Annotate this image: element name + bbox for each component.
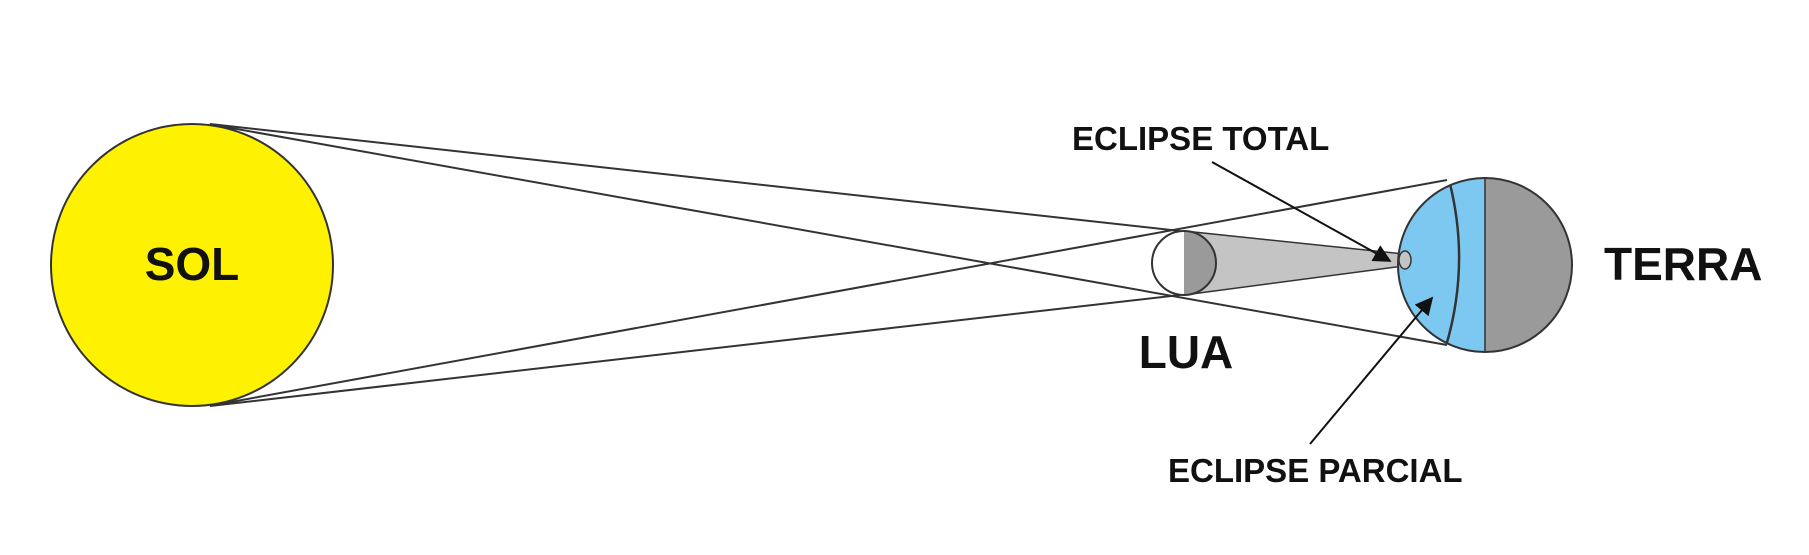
- total-eclipse-label: ECLIPSE TOTAL: [1072, 120, 1329, 157]
- arrow-partial-eclipse: [1309, 296, 1434, 445]
- outer-ray-top: [209, 123, 1181, 232]
- sun-disc: [50, 123, 334, 407]
- total-eclipse-spot: [1398, 250, 1412, 270]
- earth-label: TERRA: [1604, 238, 1762, 290]
- partial-eclipse-label: ECLIPSE PARCIAL: [1168, 452, 1463, 489]
- partial-eclipse-boundary: [1444, 183, 1461, 347]
- earth-globe: [1397, 177, 1573, 353]
- outer-ray-bottom: [209, 294, 1181, 407]
- cross-ray-top: [219, 125, 1448, 346]
- arrow-total-eclipse: [1211, 161, 1392, 262]
- earth-night-side: [1485, 178, 1572, 352]
- sun-label: SOL: [145, 238, 240, 290]
- moon-label: LUA: [1139, 326, 1234, 378]
- cross-ray-bottom: [219, 179, 1448, 405]
